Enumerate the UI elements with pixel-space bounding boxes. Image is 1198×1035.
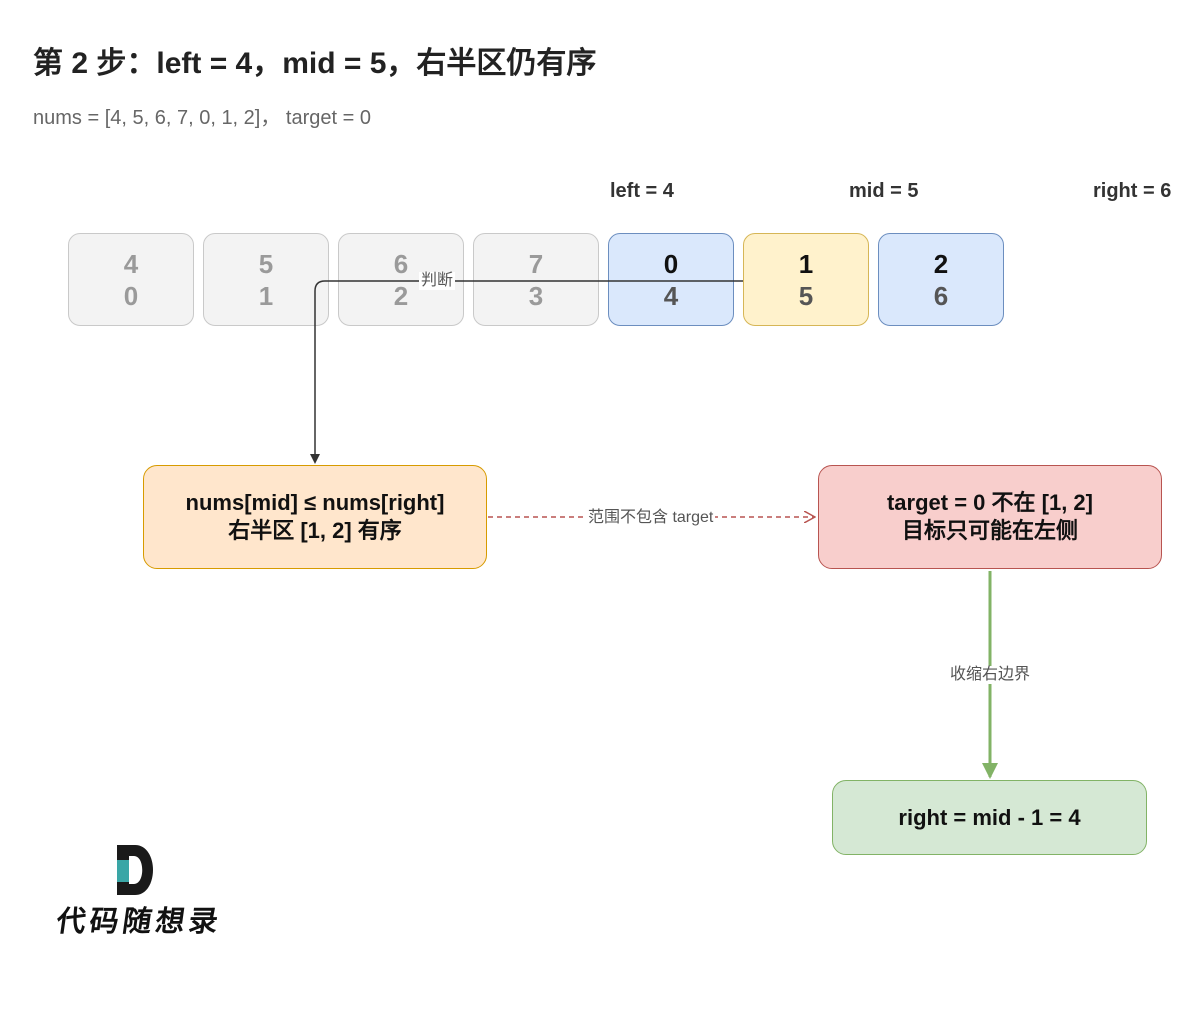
action-node: right = mid - 1 = 4	[832, 780, 1147, 855]
result-node: target = 0 不在 [1, 2] 目标只可能在左侧	[818, 465, 1162, 569]
array-cell-1: 5 1	[203, 233, 329, 326]
cell-value: 0	[663, 248, 679, 279]
array-cell-0: 4 0	[68, 233, 194, 326]
array-cell-3: 7 3	[473, 233, 599, 326]
cell-value: 6	[393, 248, 409, 279]
array-cell-4: 0 4	[608, 233, 734, 326]
right-pointer-label: right = 6	[1093, 180, 1172, 202]
cell-index: 0	[123, 280, 139, 311]
cell-index: 3	[528, 280, 544, 311]
cell-index: 1	[258, 280, 274, 311]
action-line-1: right = mid - 1 = 4	[898, 804, 1081, 830]
judge-edge	[310, 280, 743, 464]
mid-pointer-label: mid = 5	[849, 180, 919, 202]
not-contain-edge-label: 范围不包含 target	[586, 509, 716, 527]
array-cell-5: 1 5	[743, 233, 869, 326]
condition-line-2: 右半区 [1, 2] 有序	[228, 518, 402, 543]
cell-value: 2	[933, 248, 949, 279]
left-pointer-label: left = 4	[610, 180, 674, 202]
array-cell-6: 2 6	[878, 233, 1004, 326]
condition-line-1: nums[mid] ≤ nums[right]	[185, 490, 445, 515]
cell-value: 5	[258, 248, 274, 279]
cell-value: 7	[528, 248, 544, 279]
result-line-2: 目标只可能在左侧	[901, 518, 1078, 543]
cell-value: 4	[123, 248, 139, 279]
logo-text: 代码随想录	[54, 904, 225, 938]
logo-icon	[117, 845, 153, 895]
result-line-1: target = 0 不在 [1, 2]	[886, 490, 1093, 515]
cell-index: 2	[393, 280, 409, 311]
condition-node: nums[mid] ≤ nums[right] 右半区 [1, 2] 有序	[143, 465, 487, 569]
cell-index: 5	[798, 280, 814, 311]
cell-index: 4	[663, 280, 679, 311]
shrink-edge-label: 收缩右边界	[948, 666, 1033, 684]
problem-input: nums = [4, 5, 6, 7, 0, 1, 2]， target = 0	[33, 107, 371, 129]
page-title: 第 2 步：left = 4，mid = 5，右半区仍有序	[33, 47, 597, 80]
judge-edge-label: 判断	[419, 272, 456, 290]
cell-value: 1	[798, 248, 814, 279]
cell-index: 6	[933, 280, 949, 311]
